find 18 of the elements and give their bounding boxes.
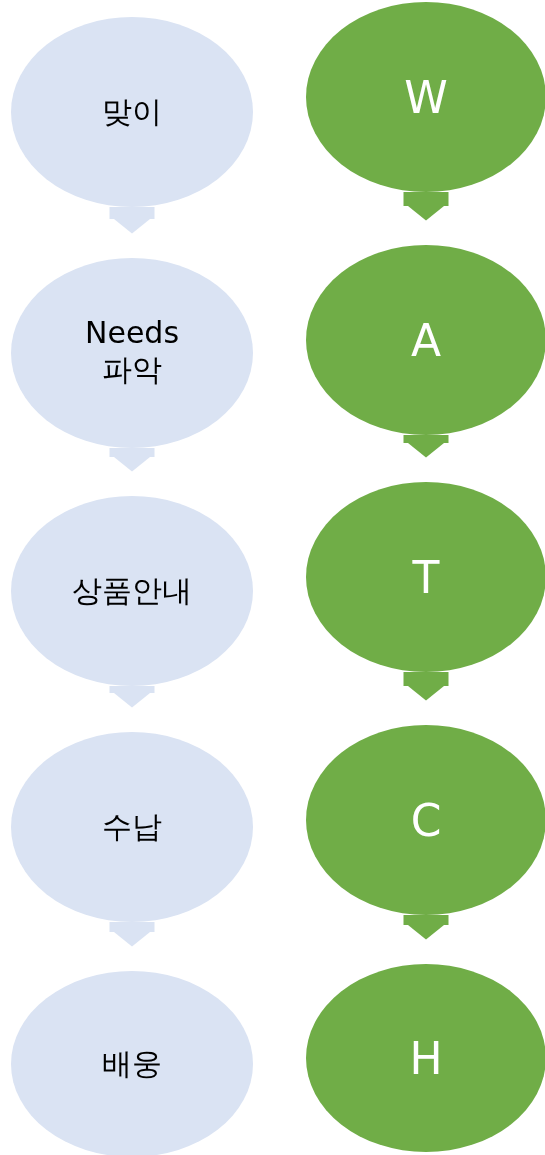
block-arrow [109, 922, 155, 947]
node-label: T [412, 551, 440, 603]
node-label: W [404, 71, 448, 123]
node-label: 수납 [102, 807, 162, 846]
node-label: 맞이 [102, 92, 162, 131]
block-arrow [109, 686, 155, 708]
block-arrow [403, 435, 449, 458]
node-label: 배웅 [102, 1044, 162, 1083]
block-arrow [109, 448, 155, 472]
block-arrow [109, 207, 155, 234]
block-arrow [403, 672, 449, 701]
block-arrow [403, 192, 449, 221]
block-arrow [403, 915, 449, 940]
node-label: A [410, 314, 442, 366]
node-label: C [410, 794, 442, 846]
node-label: 상품안내 [72, 571, 192, 610]
node-label: H [409, 1032, 443, 1084]
node-label: Needs 파악 [84, 315, 180, 389]
